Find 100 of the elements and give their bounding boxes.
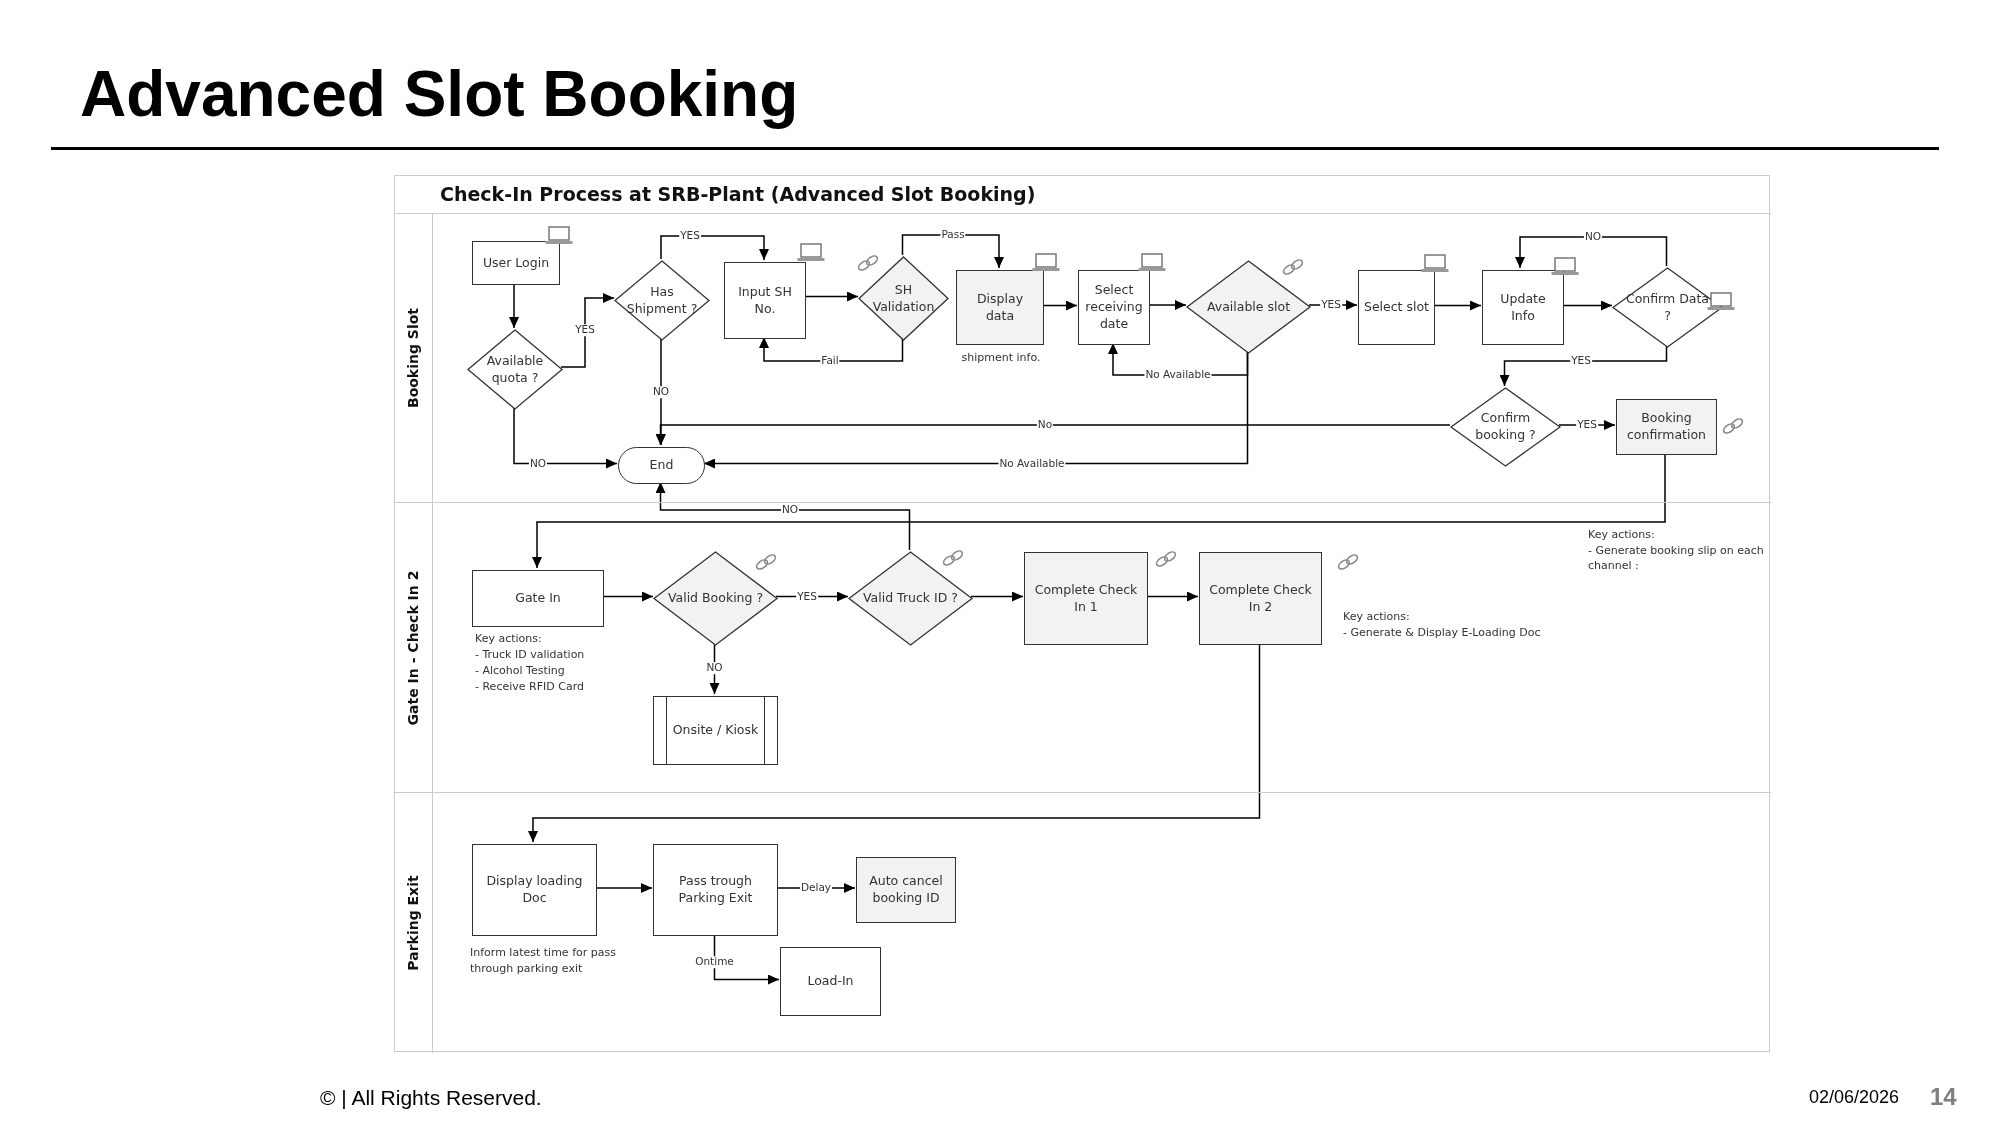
edge-label: YES xyxy=(796,590,818,603)
node-label: Onsite / Kiosk xyxy=(672,722,759,739)
edge-label: NO xyxy=(705,662,724,674)
note-text: shipment info. xyxy=(960,350,1042,366)
process-box xyxy=(1199,552,1322,645)
note-text: Inform latest time for pass through parking exit xyxy=(470,945,617,977)
decision-diamond xyxy=(1451,388,1560,466)
node-label: User Login xyxy=(482,254,550,272)
process-box xyxy=(1358,270,1435,345)
edge-label: YES xyxy=(679,230,701,242)
terminator-shape xyxy=(618,447,705,484)
note-text: Key actions: xyxy=(475,631,543,647)
connector-arrow xyxy=(560,293,615,368)
process-box xyxy=(472,844,597,936)
node-label: Pass trough Parking Exit xyxy=(677,873,754,907)
connector-arrow xyxy=(602,591,654,602)
decision-diamond xyxy=(468,330,562,409)
edge-label: No Available xyxy=(1144,369,1212,381)
connector-arrow xyxy=(1146,591,1199,602)
connector-arrow xyxy=(655,424,1451,446)
node-label: Valid Truck ID ? xyxy=(863,590,958,607)
process-box xyxy=(1616,399,1717,455)
note-text: - Alcohol Testing xyxy=(475,662,566,679)
swimlane xyxy=(395,213,1771,502)
decision-diamond xyxy=(1187,261,1310,353)
node-label: Update Info xyxy=(1499,290,1547,325)
process-box xyxy=(472,570,604,627)
node-label: Has Shipment ? xyxy=(625,283,699,318)
process-box xyxy=(856,857,956,923)
subprocess-box xyxy=(653,696,778,765)
process-box xyxy=(1078,270,1150,345)
node-label: Complete Check In 1 xyxy=(1033,581,1139,616)
process-box xyxy=(956,270,1044,345)
node-label: Input SH No. xyxy=(737,283,793,318)
edge-label: NO xyxy=(780,504,800,516)
lane-label: Booking Slot xyxy=(403,307,422,409)
connector-arrow xyxy=(595,883,653,893)
node-label: Display data xyxy=(975,290,1025,325)
node-label: End xyxy=(649,457,674,474)
edge-label: NO xyxy=(651,386,671,398)
swimlane-pool xyxy=(394,175,1770,1052)
node-label: Select receiving date xyxy=(1084,282,1144,333)
connector-arrow xyxy=(970,591,1024,602)
note-text: - Generate & Display E-Loading Doc xyxy=(1343,624,1542,641)
edge-label: YES xyxy=(1570,355,1592,367)
date-text: 02/06/2026 xyxy=(1809,1086,1900,1109)
edge-label: Pass xyxy=(940,229,966,241)
process-box xyxy=(724,262,806,339)
node-label: Complete Check In 2 xyxy=(1208,581,1313,616)
process-box xyxy=(472,241,560,285)
decision-diamond xyxy=(1613,268,1722,347)
node-label: Select slot xyxy=(1363,299,1430,316)
connector-arrow xyxy=(804,291,859,302)
connector-arrow xyxy=(1562,300,1613,311)
node-label: Confirm Data ? xyxy=(1625,290,1710,325)
edge-label: No xyxy=(1036,419,1054,431)
edge-label: Ontime xyxy=(694,956,735,968)
node-label: Available slot xyxy=(1206,298,1291,316)
decision-diamond xyxy=(654,552,777,645)
node-label: Booking confirmation xyxy=(1626,410,1707,444)
connector-arrow xyxy=(1148,300,1187,310)
node-label: Confirm booking ? xyxy=(1474,410,1537,444)
lane-label: Parking Exit xyxy=(403,875,422,971)
note-text: Key actions: xyxy=(1588,527,1655,543)
node-label: SH Validation xyxy=(871,281,936,316)
connector-arrow xyxy=(1433,300,1482,311)
lane-label: Gate In - Check In 2 xyxy=(403,570,422,725)
decision-diamond xyxy=(859,257,948,340)
decision-diamond xyxy=(615,261,709,340)
note-text: Key actions: xyxy=(1343,609,1411,625)
edge-label: Delay xyxy=(799,882,833,894)
note-text: - Truck ID validation xyxy=(475,646,586,663)
connector-arrow xyxy=(1042,300,1078,311)
swimlane xyxy=(395,502,1771,792)
node-label: Display loading Doc xyxy=(485,873,584,907)
page-number: 14 xyxy=(1930,1082,1957,1112)
decision-diamond xyxy=(849,552,972,645)
edge-label: YES xyxy=(1320,299,1342,311)
note-text: - Receive RFID Card xyxy=(475,678,585,695)
node-label: Valid Booking ? xyxy=(667,590,764,607)
copyright-text: © | All Rights Reserved. xyxy=(320,1085,542,1111)
process-box xyxy=(1024,552,1148,645)
note-text: - Generate booking slip on each channel : xyxy=(1588,543,1765,574)
edge-label: YES xyxy=(1576,419,1598,431)
edge-label: No Available xyxy=(998,457,1066,470)
edge-label: NO xyxy=(528,457,548,470)
connector-arrow xyxy=(660,235,769,261)
edge-label: YES xyxy=(574,324,596,336)
process-box xyxy=(653,844,778,936)
connector-arrow xyxy=(1515,236,1668,269)
node-label: Auto cancel booking ID xyxy=(868,873,944,907)
node-label: Available quota ? xyxy=(485,352,545,387)
edge-label: NO xyxy=(1583,231,1603,243)
pool-title: Check-In Process at SRB-Plant (Advanced Slot Booking) xyxy=(440,182,1036,207)
node-label: Load-In xyxy=(807,973,854,990)
process-box xyxy=(780,947,881,1016)
process-box xyxy=(1482,270,1564,345)
node-label: Gate In xyxy=(515,590,561,607)
swimlane xyxy=(395,792,1771,1053)
edge-label: Fail xyxy=(820,355,840,367)
